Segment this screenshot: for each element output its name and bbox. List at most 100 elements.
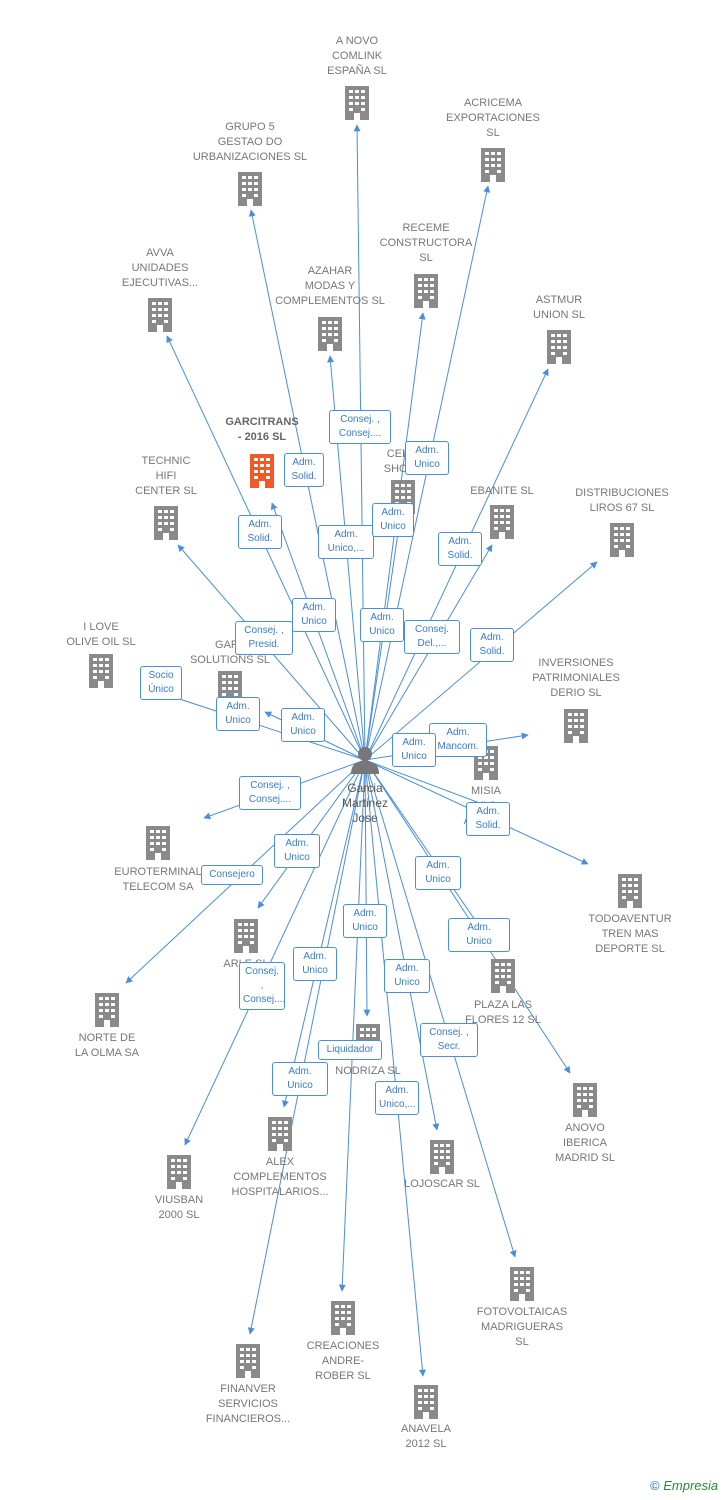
company-label-todoaventur[interactable]: TODOAVENTUR TREN MAS DEPORTE SL: [588, 913, 672, 955]
edge-anavela: [364, 759, 426, 1377]
relation-label[interactable]: Consej. , Consej....: [239, 962, 285, 1010]
edge-viusban: [184, 759, 366, 1146]
relation-label[interactable]: Adm. Unico: [372, 503, 414, 537]
edge-finanver: [247, 759, 366, 1335]
relation-label[interactable]: Adm. Unico: [343, 904, 387, 938]
relation-label[interactable]: Adm. Unico: [216, 697, 260, 731]
building-icon-fotovoltaicas[interactable]: [510, 1267, 534, 1301]
building-icon-receme[interactable]: [414, 274, 438, 308]
building-icon-arlebox[interactable]: [234, 919, 258, 953]
relation-label[interactable]: Adm. Unico: [272, 1062, 328, 1096]
building-icon-garcitrans[interactable]: [250, 454, 274, 488]
relation-label[interactable]: Adm. Unico: [448, 918, 510, 952]
company-label-plaza[interactable]: PLAZA LAS FLORES 12 SL: [465, 999, 541, 1026]
relation-label[interactable]: Adm. Solid.: [470, 628, 514, 662]
relation-label[interactable]: Adm. Unico: [292, 598, 336, 632]
building-icon-norte[interactable]: [95, 993, 119, 1027]
relation-label[interactable]: Adm. Solid.: [238, 515, 282, 549]
relation-label[interactable]: Consej. , Consej....: [239, 776, 301, 810]
relation-label[interactable]: Adm. Solid.: [284, 453, 324, 487]
edge-nodriza: [363, 759, 371, 1017]
relation-label[interactable]: Adm. Unico: [293, 947, 337, 981]
company-label-lojoscar[interactable]: LOJOSCAR SL: [404, 1178, 480, 1190]
company-label-norte[interactable]: NORTE DE LA OLMA SA: [74, 1032, 140, 1059]
copyright-icon: ©: [650, 1478, 660, 1493]
company-label-anovo-comlink[interactable]: A NOVO COMLINK ESPAÑA SL: [327, 35, 387, 77]
company-label-garcitrans[interactable]: GARCITRANS - 2016 SL: [225, 416, 299, 443]
relation-label[interactable]: Adm. Unico: [384, 959, 430, 993]
company-label-anavela[interactable]: ANAVELA 2012 SL: [401, 1423, 451, 1450]
building-icon-anavela[interactable]: [414, 1385, 438, 1419]
relation-label[interactable]: Consej. , Consej....: [329, 410, 391, 444]
relation-label[interactable]: Consej. , Secr.: [420, 1023, 478, 1057]
company-label-nodriza[interactable]: NODRIZA SL: [335, 1065, 401, 1077]
company-label-avva[interactable]: AVVA UNIDADES EJECUTIVAS...: [121, 247, 199, 289]
building-icon-lojoscar[interactable]: [430, 1140, 454, 1174]
relation-label[interactable]: Adm. Solid.: [466, 802, 510, 836]
building-icon-grupo5[interactable]: [238, 172, 262, 206]
company-label-ebanite[interactable]: EBANITE SL: [470, 485, 534, 497]
company-label-alex[interactable]: ALEX COMPLEMENTOS HOSPITALARIOS...: [231, 1156, 329, 1198]
building-icon-anovo-iberica[interactable]: [573, 1083, 597, 1117]
person-icon[interactable]: [351, 747, 379, 774]
company-label-receme[interactable]: RECEME CONSTRUCTORA SL: [379, 222, 473, 264]
building-icon-todoaventur[interactable]: [618, 874, 642, 908]
relation-label[interactable]: Adm. Unico,...: [318, 525, 374, 559]
building-icon-creaciones[interactable]: [331, 1301, 355, 1335]
building-icon-plaza[interactable]: [491, 959, 515, 993]
company-label-celic[interactable]: CELIC SHOES: [383, 448, 423, 475]
company-label-grupo5[interactable]: GRUPO 5 GESTAO DO URBANIZACIONES SL: [192, 121, 308, 163]
center-person-label[interactable]: Garcia Martinez Jose: [341, 781, 388, 825]
company-label-euroterminal[interactable]: EUROTERMINAL TELECOM SA: [114, 866, 202, 893]
company-label-distribuciones[interactable]: DISTRIBUCIONES LIROS 67 SL: [575, 487, 669, 514]
relation-label[interactable]: Adm. Unico: [281, 708, 325, 742]
building-icon-finanver[interactable]: [236, 1344, 260, 1378]
company-label-acricema[interactable]: ACRICEMA EXPORTACIONES SL: [446, 97, 540, 139]
relation-label[interactable]: Adm. Unico: [392, 733, 436, 767]
building-icon-inversiones[interactable]: [564, 709, 588, 743]
footer-credit[interactable]: © Empresia: [650, 1478, 718, 1493]
company-label-creaciones[interactable]: CREACIONES ANDRE- ROBER SL: [306, 1340, 380, 1382]
company-label-technic[interactable]: TECHNIC HIFI CENTER SL: [135, 455, 197, 497]
company-label-inversiones[interactable]: INVERSIONES PATRIMONIALES DERIO SL: [532, 657, 620, 699]
relation-label[interactable]: Adm. Unico: [415, 856, 461, 890]
edge-anovo-iberica: [364, 759, 571, 1074]
building-icon-avva[interactable]: [148, 298, 172, 332]
edge-lojoscar: [364, 759, 440, 1131]
edge-fotovoltaicas: [364, 759, 517, 1258]
relation-label[interactable]: Adm. Unico,...: [375, 1081, 419, 1115]
relation-label[interactable]: Socio Único: [140, 666, 182, 700]
building-icon-ilove[interactable]: [89, 654, 113, 688]
company-label-finanver[interactable]: FINANVER SERVICIOS FINANCIEROS...: [205, 1383, 291, 1425]
relation-label[interactable]: Adm. Unico: [405, 441, 449, 475]
company-label-fotovoltaicas[interactable]: FOTOVOLTAICAS MADRIGUERAS SL: [476, 1306, 568, 1348]
building-icon-euroterminal[interactable]: [146, 826, 170, 860]
building-icon-acricema[interactable]: [481, 148, 505, 182]
edge-alex: [282, 759, 366, 1108]
brand-logo: Empresia: [663, 1478, 719, 1493]
building-icon-azahar[interactable]: [318, 317, 342, 351]
relation-label[interactable]: Adm. Mancom.: [429, 723, 487, 757]
building-icon-astmur[interactable]: [547, 330, 571, 364]
building-icon-ebanite[interactable]: [490, 505, 514, 539]
relation-label[interactable]: Consej. Del.,...: [404, 620, 460, 654]
company-label-azahar[interactable]: AZAHAR MODAS Y COMPLEMENTOS SL: [275, 265, 385, 307]
relation-label[interactable]: Adm. Unico: [274, 834, 320, 868]
company-label-anovo-iberica[interactable]: ANOVO IBERICA MADRID SL: [555, 1122, 615, 1164]
building-icon-technic[interactable]: [154, 506, 178, 540]
building-icon-distribuciones[interactable]: [610, 523, 634, 557]
company-label-viusban[interactable]: VIUSBAN 2000 SL: [154, 1194, 204, 1221]
building-icon-anovo-comlink[interactable]: [345, 86, 369, 120]
relation-label[interactable]: Consejero: [201, 865, 263, 885]
building-icon-viusban[interactable]: [167, 1155, 191, 1189]
relation-label[interactable]: Adm. Solid.: [438, 532, 482, 566]
company-label-ilove[interactable]: I LOVE OLIVE OIL SL: [66, 621, 136, 648]
company-label-garl[interactable]: GARL SOLUTIONS SL: [189, 639, 271, 666]
relation-label[interactable]: Liquidador: [318, 1040, 382, 1060]
relation-label[interactable]: Consej. , Presid.: [235, 621, 293, 655]
edge-creaciones: [338, 759, 366, 1292]
edge-misia: [364, 759, 494, 810]
building-icon-alex[interactable]: [268, 1117, 292, 1151]
relation-label[interactable]: Adm. Unico: [360, 608, 404, 642]
company-label-astmur[interactable]: ASTMUR UNION SL: [533, 294, 585, 321]
